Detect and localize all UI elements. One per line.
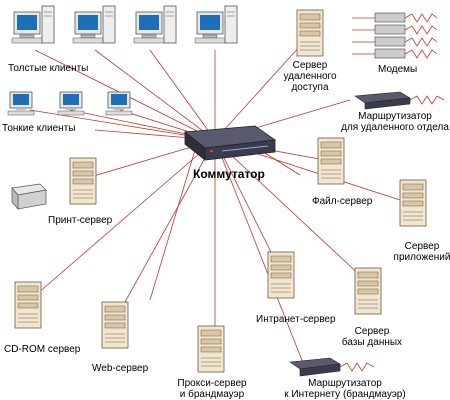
app-server-label-1: Сервер <box>405 241 440 252</box>
web-server-label: Web-сервер <box>92 363 149 374</box>
switch-label: Коммутатор <box>193 167 265 181</box>
thin-client-icon <box>57 91 85 116</box>
remote-server-label-1: Сервер <box>293 60 328 71</box>
print-server-icon <box>69 157 97 205</box>
internet-router-icon <box>289 357 341 377</box>
app-server-label-2: приложений <box>394 252 450 263</box>
web-server-icon <box>101 301 129 349</box>
proxy-label-1: Прокси-сервер <box>177 378 247 389</box>
file-server-label: Файл-сервер <box>312 196 373 207</box>
inet-router-label-2: к Интернету (брандмауэр) <box>284 388 405 400</box>
switch-icon <box>183 125 277 161</box>
cdrom-server-icon <box>14 281 42 329</box>
branch-router-label-1: Маршрутизатор <box>358 111 432 122</box>
inet-router-label-1: Маршрутизатор <box>308 378 382 389</box>
thin-client-icon <box>105 91 133 116</box>
file-server-icon <box>317 137 345 185</box>
modems-icon <box>374 12 406 59</box>
remote-server-label-2: удаленного <box>283 71 336 82</box>
cdrom-server-label: CD-ROM сервер <box>4 344 81 355</box>
remote-server-label-3: доступа <box>291 82 329 93</box>
fat-client-icon <box>133 5 177 44</box>
fat-clients-label: Толстые клиенты <box>8 63 88 74</box>
print-server-label: Принт-сервер <box>48 215 113 226</box>
modems-label: Модемы <box>378 64 417 75</box>
branch-router-icon <box>354 91 411 110</box>
intranet-server-icon <box>267 251 295 299</box>
fat-client-icon <box>72 5 116 44</box>
db-server-label-1: Сервер <box>355 326 390 337</box>
db-server-label-2: базы данных <box>342 336 402 348</box>
printer-icon <box>11 183 47 210</box>
thin-client-icon <box>7 91 35 116</box>
db-server-icon <box>354 267 382 315</box>
proxy-server-icon <box>197 325 225 373</box>
app-server-icon <box>399 179 427 227</box>
fat-client-icon <box>11 5 55 44</box>
intranet-server-label: Интранет-сервер <box>256 314 336 325</box>
branch-router-label-2: для удаленного отдела <box>341 122 449 133</box>
thin-clients-label: Тонкие клиенты <box>2 123 75 134</box>
remote-access-server-icon <box>296 9 324 57</box>
proxy-label-2: и брандмауэр <box>180 388 245 400</box>
fat-client-icon <box>194 5 238 44</box>
